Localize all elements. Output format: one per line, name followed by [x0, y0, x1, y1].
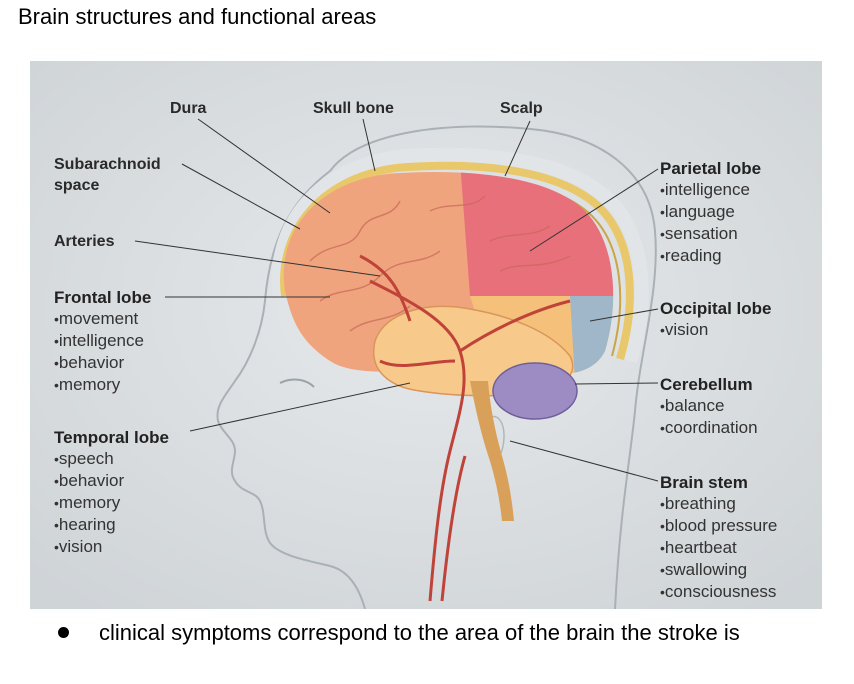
label-parietal-lobe: Parietal lobe intelligence language sens… — [660, 158, 761, 267]
label-dura: Dura — [170, 98, 206, 119]
page-title: Brain structures and functional areas — [18, 4, 376, 30]
label-cerebellum: Cerebellum balance coordination — [660, 374, 758, 439]
label-temporal-lobe: Temporal lobe speech behavior memory hea… — [54, 427, 169, 558]
parietal-item: language — [660, 201, 761, 223]
cerebellum-title: Cerebellum — [660, 374, 758, 395]
label-frontal-lobe: Frontal lobe movement intelligence behav… — [54, 287, 151, 396]
label-arteries: Arteries — [54, 231, 114, 252]
cerebellum-item: coordination — [660, 417, 758, 439]
label-brain-stem: Brain stem breathing blood pressure hear… — [660, 472, 777, 603]
brainstem-item: heartbeat — [660, 537, 777, 559]
occipital-lobe-title: Occipital lobe — [660, 298, 771, 319]
parietal-item: intelligence — [660, 179, 761, 201]
brain-stem-title: Brain stem — [660, 472, 777, 493]
parietal-item: sensation — [660, 223, 761, 245]
frontal-item: movement — [54, 308, 151, 330]
occipital-item: vision — [660, 319, 771, 341]
parietal-item: reading — [660, 245, 761, 267]
temporal-item: speech — [54, 448, 169, 470]
brainstem-item: breathing — [660, 493, 777, 515]
label-subarachnoid-line2: space — [54, 175, 161, 196]
label-occipital-lobe: Occipital lobe vision — [660, 298, 771, 341]
bullet-dot-icon — [58, 627, 69, 638]
frontal-item: intelligence — [54, 330, 151, 352]
label-subarachnoid-space: Subarachnoid space — [54, 154, 161, 196]
brain-diagram: Dura Skull bone Scalp Subarachnoid space… — [30, 61, 822, 609]
temporal-item: hearing — [54, 514, 169, 536]
cerebellum-shape — [493, 363, 577, 419]
frontal-item: behavior — [54, 352, 151, 374]
frontal-lobe-title: Frontal lobe — [54, 287, 151, 308]
cerebellum-item: balance — [660, 395, 758, 417]
parietal-lobe-title: Parietal lobe — [660, 158, 761, 179]
temporal-item: memory — [54, 492, 169, 514]
bullet-text: clinical symptoms correspond to the area… — [99, 620, 740, 645]
temporal-item: vision — [54, 536, 169, 558]
temporal-lobe-title: Temporal lobe — [54, 427, 169, 448]
bullet-point: clinical symptoms correspond to the area… — [58, 620, 740, 646]
brainstem-item: swallowing — [660, 559, 777, 581]
label-skull-bone: Skull bone — [313, 98, 394, 119]
brainstem-item: consciousness — [660, 581, 777, 603]
label-subarachnoid-line1: Subarachnoid — [54, 154, 161, 175]
brainstem-item: blood pressure — [660, 515, 777, 537]
temporal-item: behavior — [54, 470, 169, 492]
frontal-item: memory — [54, 374, 151, 396]
label-scalp: Scalp — [500, 98, 543, 119]
